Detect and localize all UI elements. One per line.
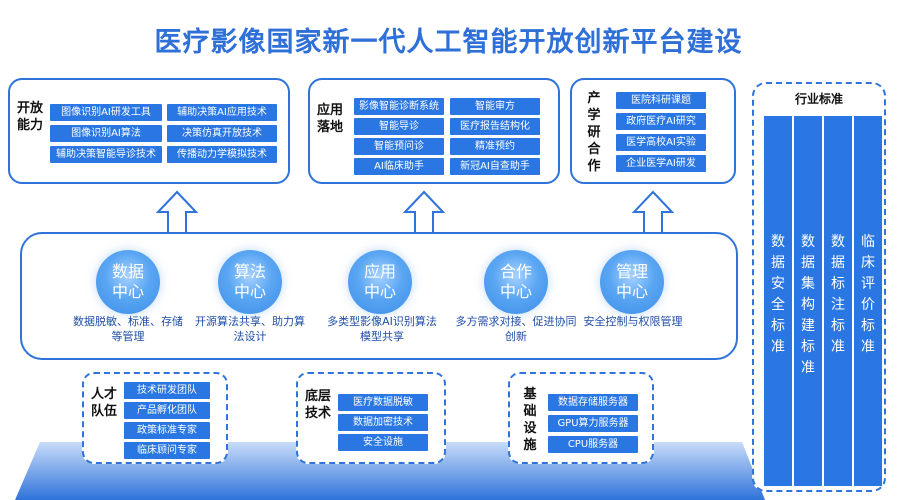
open-capability-box: 开放能力 图像识别AI研发工具 辅助决策AI应用技术 图像识别AI算法 决策仿真… [8, 78, 290, 184]
chip-item: GPU算力服务器 [548, 415, 638, 432]
tech-label: 底层技术 [304, 389, 331, 421]
standards-label: 行业标准 [794, 92, 843, 106]
chip-item: 智能审方 [450, 98, 540, 115]
chip-item: 政府医疗AI研究 [616, 113, 706, 130]
center-desc: 多类型影像AI识别算法模型共享 [327, 315, 437, 343]
chip-item: 影像智能诊断系统 [354, 98, 444, 115]
chip-item: 数据加密技术 [338, 414, 428, 431]
chip-item: 传播动力学模拟技术 [167, 146, 277, 163]
talent-box: 人才队伍 技术研发团队 产品孵化团队 政策标准专家 临床顾问专家 [82, 372, 228, 464]
chip-item: 智能导诊 [354, 118, 444, 135]
chip-item: 辅助决策智能导诊技术 [50, 146, 162, 163]
chip-item: 医疗报告结构化 [450, 118, 540, 135]
chip-item: CPU服务器 [548, 436, 638, 453]
chip-item: AI临床助手 [354, 158, 444, 175]
application-box: 应用落地 影像智能诊断系统 智能审方 智能导诊 医疗报告结构化 智能预问诊 精准… [308, 78, 560, 184]
page-title: 医疗影像国家新一代人工智能开放创新平台建设 [154, 27, 743, 58]
chip-item: 技术研发团队 [124, 382, 210, 399]
standard-column: 临床评价标准 [854, 116, 882, 486]
chip-item: 数据存储服务器 [548, 394, 638, 411]
center-desc: 数据脱敏、标准、存储等管理 [73, 315, 183, 343]
chip-item: 临床顾问专家 [124, 442, 210, 459]
center-circle: 算法中心 [218, 250, 282, 314]
talent-label: 人才队伍 [90, 387, 117, 419]
standard-column: 数据标注标准 [824, 116, 852, 486]
open-capability-label: 开放能力 [16, 101, 43, 133]
infra-box: 基础设施 数据存储服务器 GPU算力服务器 CPU服务器 [508, 372, 654, 464]
chip-item: 智能预问诊 [354, 138, 444, 155]
application-label: 应用落地 [316, 103, 343, 135]
center-desc: 开源算法共享、助力算法设计 [195, 315, 305, 343]
center-circle: 合作中心 [484, 250, 548, 314]
chip-item: 图像识别AI算法 [50, 125, 162, 142]
cooperation-box: 产学研合作 医院科研课题 政府医疗AI研究 医学高校AI实验 企业医学AI研发 [570, 78, 736, 184]
chip-item: 图像识别AI研发工具 [50, 104, 162, 121]
chip-item: 企业医学AI研发 [616, 155, 706, 172]
cooperation-label: 产学研合作 [587, 91, 601, 174]
center-circle: 管理中心 [600, 250, 664, 314]
chip-item: 政策标准专家 [124, 422, 210, 439]
chip-item: 医学高校AI实验 [616, 134, 706, 151]
chip-item: 医疗数据脱敏 [338, 394, 428, 411]
standard-column: 数据安全标准 [764, 116, 792, 486]
center-desc: 多方需求对接、促进协同创新 [455, 315, 577, 343]
chip-item: 安全设施 [338, 434, 428, 451]
standard-column: 数据集构建标准 [794, 116, 822, 486]
chip-item: 决策仿真开放技术 [167, 125, 277, 142]
center-desc: 安全控制与权限管理 [583, 315, 683, 328]
tech-box: 底层技术 医疗数据脱敏 数据加密技术 安全设施 [296, 372, 446, 464]
infra-label: 基础设施 [523, 387, 537, 453]
standards-box: 行业标准 数据安全标准 数据集构建标准 数据标注标准 临床评价标准 [752, 82, 886, 492]
chip-item: 医院科研课题 [616, 92, 706, 109]
centers-box: 数据中心 数据脱敏、标准、存储等管理 算法中心 开源算法共享、助力算法设计 应用… [20, 232, 738, 360]
chip-item: 辅助决策AI应用技术 [167, 104, 277, 121]
center-circle: 应用中心 [348, 250, 412, 314]
chip-item: 新冠AI自查助手 [450, 158, 540, 175]
chip-item: 精准预约 [450, 138, 540, 155]
chip-item: 产品孵化团队 [124, 402, 210, 419]
center-circle: 数据中心 [96, 250, 160, 314]
